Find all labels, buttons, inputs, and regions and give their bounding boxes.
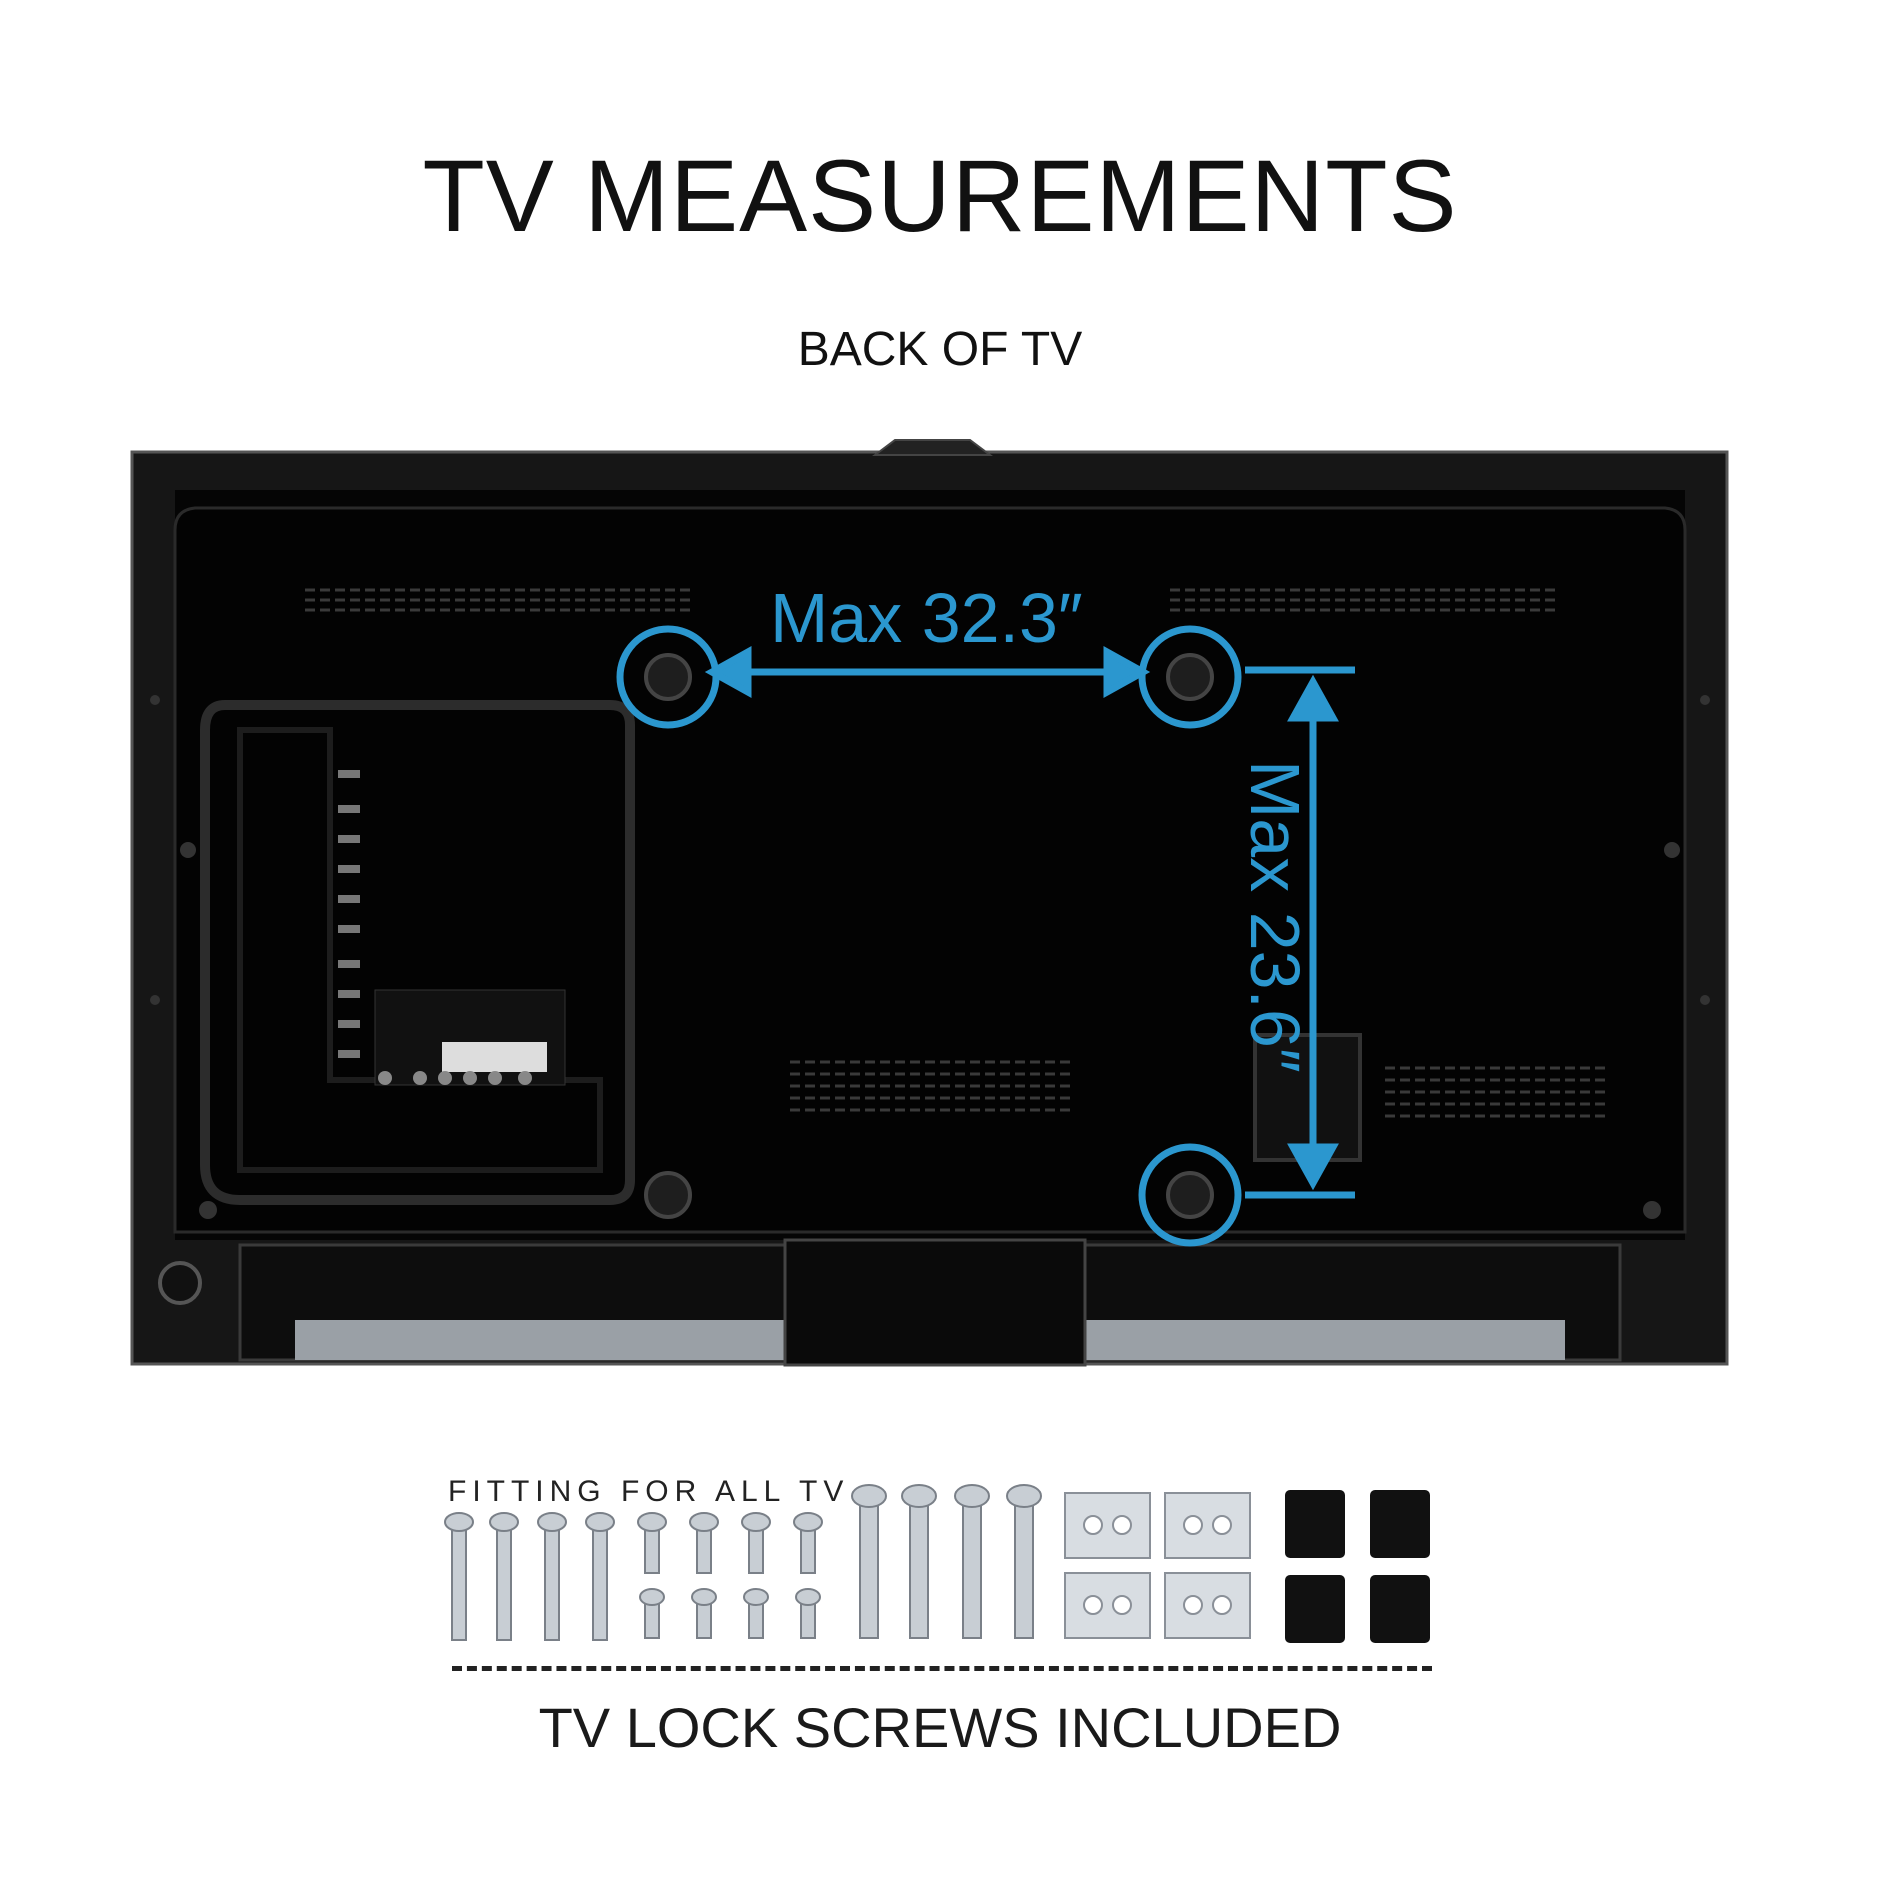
bolts: [851, 1484, 1042, 1639]
horizontal-arrow: [704, 646, 1151, 698]
rubber-spacers: [1285, 1490, 1430, 1643]
long-screws: [444, 1512, 615, 1641]
medium-screws: [637, 1512, 823, 1574]
top-left-vent: [305, 588, 690, 612]
bezel-screws: [150, 695, 1710, 1219]
right-vent: [1385, 1066, 1610, 1118]
fitting-label: FITTING FOR ALL TV: [448, 1475, 850, 1508]
lock-screws-label: TV LOCK SCREWS INCLUDED: [538, 1696, 1342, 1759]
power-button: [158, 1261, 202, 1305]
back-of-tv-label: BACK OF TV: [797, 323, 1083, 376]
short-screws: [639, 1588, 821, 1639]
bottom-ports: [378, 1071, 532, 1085]
mount-holes: [644, 653, 1214, 1219]
spacer-plates: [1064, 1492, 1251, 1639]
center-vent: [790, 1060, 1075, 1112]
dashed-divider: [452, 1666, 1432, 1671]
horizontal-measurement: Max 32.3″: [770, 579, 1083, 657]
page-title: TV MEASUREMENTS: [422, 139, 1458, 253]
tv-camera-bump: [872, 439, 993, 456]
side-ports: [338, 770, 360, 1058]
top-right-vent: [1170, 588, 1555, 612]
cable-clip: [1253, 1033, 1362, 1162]
vertical-measurement: Max 23.6″: [1236, 760, 1314, 1073]
vertical-arrow: [1245, 666, 1355, 1199]
port-panel: [200, 700, 635, 1205]
